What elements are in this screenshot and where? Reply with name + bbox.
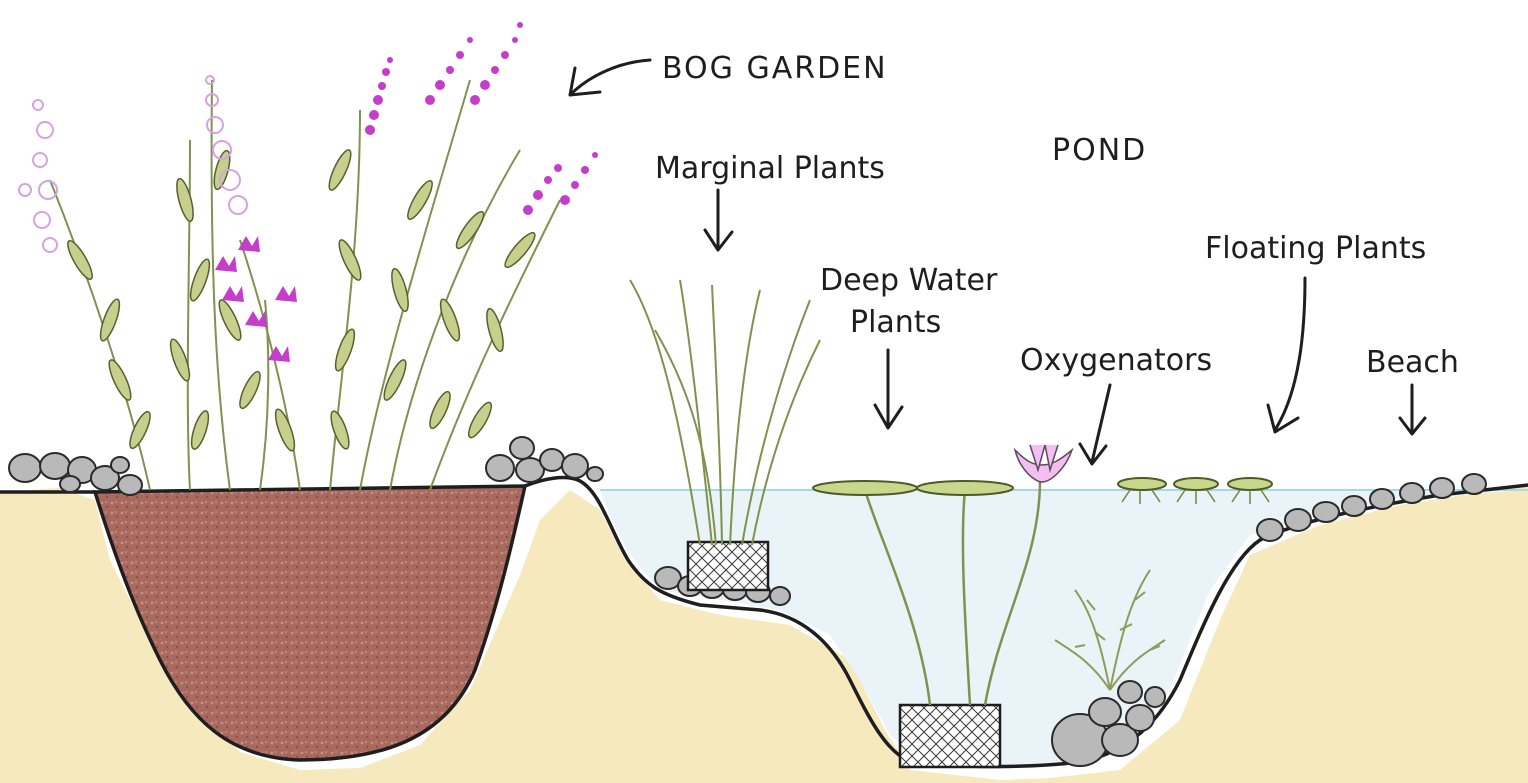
bog-garden-label: BOG GARDEN	[662, 51, 888, 86]
bog-plant-stems	[50, 80, 560, 490]
bog-garden-arrow	[570, 60, 650, 95]
floating-plants-arrow	[1268, 278, 1305, 432]
beach-label: Beach	[1366, 345, 1459, 380]
water-lily-flower	[1015, 445, 1072, 482]
oxygenators-arrow	[1080, 385, 1110, 464]
bog-edge-stones-left	[9, 453, 142, 495]
oxygenators-label: Oxygenators	[1020, 343, 1212, 378]
deep-water-plants-arrow	[875, 350, 902, 428]
marginal-plants-label: Marginal Plants	[655, 151, 885, 186]
beach-arrow	[1400, 385, 1425, 434]
bog-plant-leaves	[64, 148, 539, 453]
bog-edge-stones-right	[486, 437, 603, 482]
floating-plants-label: Floating Plants	[1205, 231, 1426, 266]
marginal-plants-arrow	[705, 190, 732, 250]
marginal-plant-basket	[688, 542, 768, 590]
deep-water-plants-label-line1: Deep Water	[820, 263, 998, 298]
deep-water-plant-basket	[900, 705, 1000, 767]
floating-plants	[1118, 478, 1272, 490]
deep-water-plants-label-line2: Plants	[850, 305, 941, 340]
pond-label: POND	[1052, 133, 1147, 168]
